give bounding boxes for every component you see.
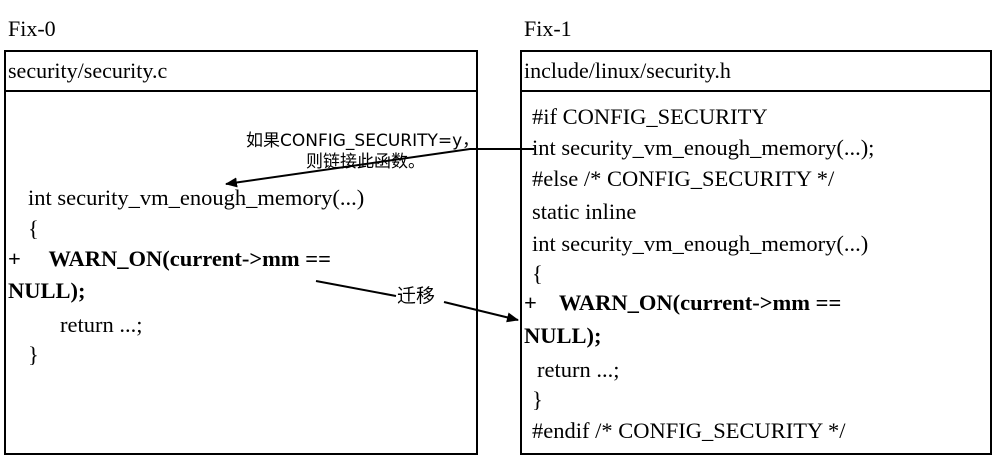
right-code-line-9: return ...; (537, 357, 620, 382)
right-code-line-5: int security_vm_enough_memory(...) (532, 231, 869, 256)
left-code-line-5: return ...; (60, 312, 143, 337)
left-file-header: security/security.c (6, 52, 476, 92)
right-code-line-11: #endif /* CONFIG_SECURITY */ (532, 418, 846, 443)
right-file-header: include/linux/security.h (522, 52, 990, 92)
left-code-line-3: + WARN_ON(current->mm == (8, 246, 331, 271)
right-code-line-8: NULL); (524, 323, 602, 348)
right-code-line-10: } (532, 387, 543, 412)
right-code-line-3: #else /* CONFIG_SECURITY */ (532, 166, 835, 191)
link-annotation-line-1: 如果CONFIG_SECURITY=y， (246, 131, 480, 151)
left-file-box: security/security.c (4, 50, 478, 455)
left-code-line-1: int security_vm_enough_memory(...) (28, 185, 365, 210)
migrate-annotation: 迁移 (397, 285, 436, 307)
fix-1-label: Fix-1 (524, 16, 572, 41)
left-code-line-6: } (28, 342, 39, 367)
left-code-line-4: NULL); (8, 278, 86, 303)
right-code-line-6: { (532, 261, 543, 286)
right-code-line-1: #if CONFIG_SECURITY (532, 104, 768, 129)
link-annotation-line-2: 则链接此函数。 (306, 152, 425, 172)
right-code-line-2: int security_vm_enough_memory(...); (532, 135, 875, 160)
right-code-line-7: + WARN_ON(current->mm == (524, 290, 842, 315)
right-file-box: include/linux/security.h (520, 50, 992, 455)
right-code-line-4: static inline (532, 199, 637, 224)
fix-0-label: Fix-0 (8, 16, 56, 41)
left-code-line-2: { (28, 216, 39, 241)
